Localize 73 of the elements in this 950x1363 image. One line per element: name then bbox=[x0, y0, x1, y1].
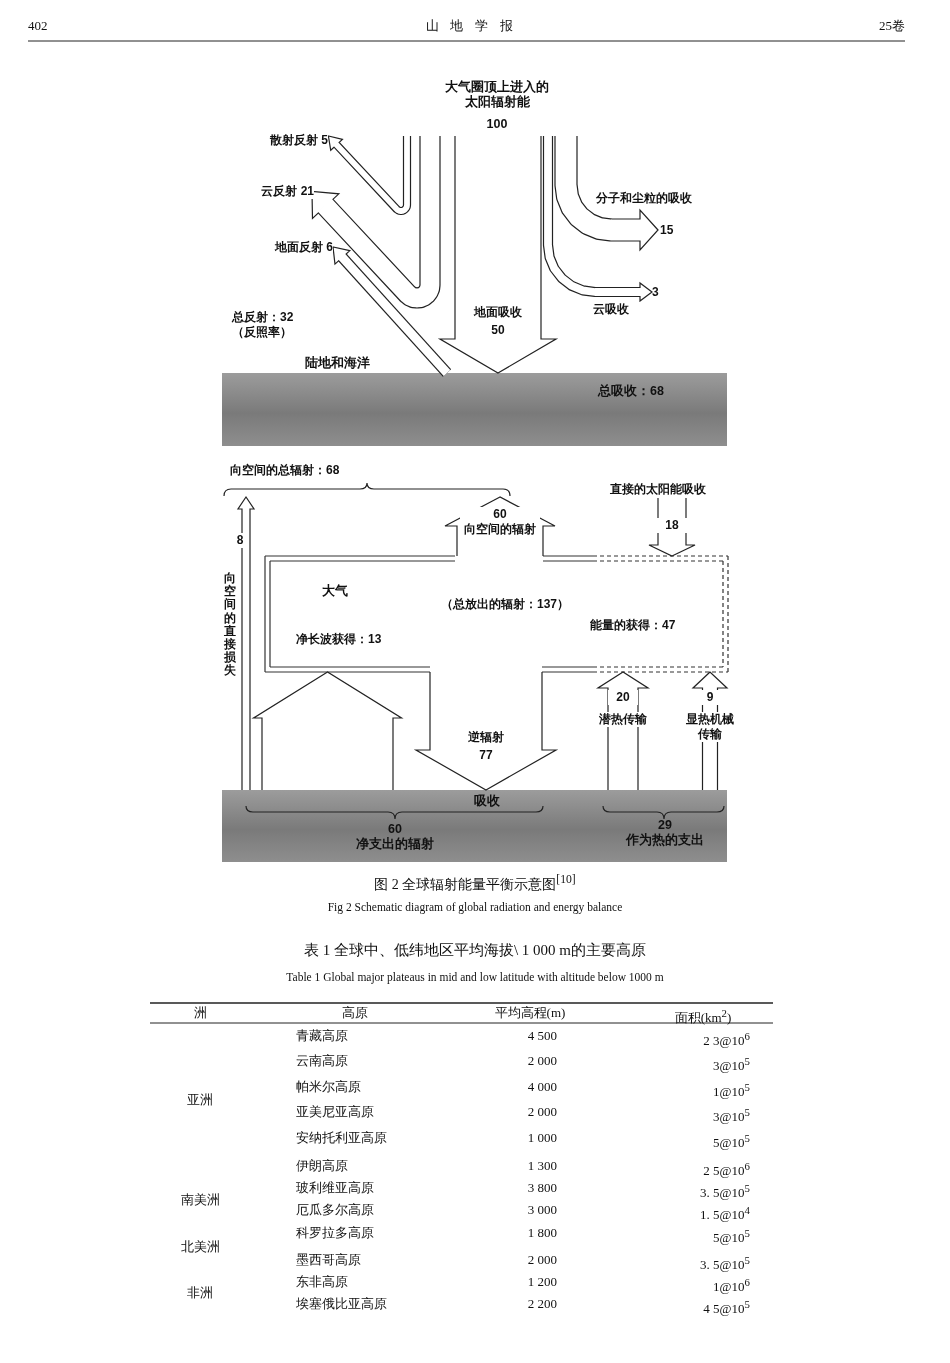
column-header: 面积(km$^{2}$) bbox=[673, 1006, 733, 1027]
figure-caption: 图 2 全球辐射能量平衡示意图$^{[10]}$ bbox=[373, 872, 577, 893]
table-title: 表 1 全球中、低纬地区平均海拔\ 1 000 m的主要高原 bbox=[302, 942, 648, 958]
edge-label: 60 向空间的辐射 bbox=[460, 507, 540, 537]
table-text: 3. 5@10$^{5}$ bbox=[699, 1181, 750, 1202]
table-text: 5@10$^{5}$ bbox=[712, 1226, 750, 1247]
edge-label: 8 bbox=[234, 533, 246, 548]
node-label: 29 作为热的支出 bbox=[624, 818, 705, 848]
node-label: 净长波获得：13 bbox=[296, 632, 383, 647]
table-text: 1 200 bbox=[526, 1274, 557, 1290]
table-title-english: Table 1 Global major plateaus in mid and low latitude with altitude below 1000 m bbox=[285, 970, 665, 985]
figure-caption-english: Fig 2 Schematic diagram of global radiation and energy balance bbox=[326, 900, 624, 915]
table-text: 厄瓜多尔高原 bbox=[296, 1202, 375, 1218]
table-text: 3 800 bbox=[526, 1180, 557, 1196]
node-label: 总吸收：68 bbox=[598, 384, 665, 399]
table-text: 东非高原 bbox=[296, 1274, 349, 1290]
node-label: 大气圈顶上进入的太阳辐射能 bbox=[444, 80, 550, 110]
table-text: 2 000 bbox=[526, 1104, 557, 1120]
edge-label: 18 bbox=[657, 518, 687, 533]
table-text: 1@10$^{5}$ bbox=[712, 1080, 750, 1101]
page-number: 402 bbox=[28, 18, 49, 34]
ground-band bbox=[222, 790, 727, 862]
table-text: 3@10$^{5}$ bbox=[712, 1105, 750, 1126]
journal-title: 山地学报 bbox=[424, 18, 526, 34]
node-label: 吸收 bbox=[473, 794, 501, 809]
edge-label: 9 bbox=[700, 690, 720, 705]
edge-label: 20 bbox=[608, 690, 638, 705]
annotation: 显热机械传输 bbox=[684, 712, 736, 742]
column-header: 高原 bbox=[341, 1005, 369, 1021]
table-text: 安纳托利亚高原 bbox=[296, 1130, 388, 1146]
node-label: 15 bbox=[660, 223, 675, 238]
table-text: 云南高原 bbox=[296, 1053, 349, 1069]
column-header: 洲 bbox=[192, 1005, 208, 1021]
node-label: 60 净支出的辐射 bbox=[355, 822, 435, 852]
table-text: 3@10$^{5}$ bbox=[712, 1054, 750, 1075]
table-text: 帕米尔高原 bbox=[296, 1079, 362, 1095]
column-header: 平均高程(m) bbox=[493, 1005, 567, 1021]
table-text: 4 000 bbox=[526, 1079, 557, 1095]
table-text: 2 000 bbox=[526, 1252, 557, 1268]
table-text: 5@10$^{5}$ bbox=[712, 1131, 750, 1152]
node-label: 陆地和海洋 bbox=[305, 356, 371, 371]
table-text: 玻利维亚高原 bbox=[296, 1180, 375, 1196]
node-label: 能量的获得：47 bbox=[590, 618, 677, 633]
row-header: 亚洲 bbox=[186, 1092, 214, 1108]
table-text: 1 800 bbox=[526, 1225, 557, 1241]
table-text: 1. 5@10$^{4}$ bbox=[699, 1203, 750, 1224]
node-label: 100 bbox=[485, 117, 509, 132]
table-text: 2 5@10$^{6}$ bbox=[702, 1159, 750, 1180]
table-text: 3 000 bbox=[526, 1202, 557, 1218]
table-text: 1 300 bbox=[526, 1158, 557, 1174]
node-label: 大气 bbox=[322, 583, 349, 598]
table-text: 青藏高原 bbox=[296, 1028, 349, 1044]
table-text: 亚美尼亚高原 bbox=[296, 1104, 375, 1120]
node-label: 3 bbox=[652, 285, 660, 300]
table-text: 1 000 bbox=[526, 1130, 557, 1146]
row-header: 南美洲 bbox=[179, 1192, 221, 1208]
row-header: 非洲 bbox=[186, 1285, 214, 1301]
table-text: 埃塞俄比亚高原 bbox=[296, 1296, 388, 1312]
node-label: （总放出的辐射：137） bbox=[440, 597, 570, 612]
table-text: 3. 5@10$^{5}$ bbox=[699, 1253, 750, 1274]
annotation: 向空间的直接损失 bbox=[224, 572, 236, 678]
volume-number: 25卷 bbox=[878, 18, 905, 34]
atmosphere-box bbox=[265, 556, 728, 672]
table-text: 墨西哥高原 bbox=[296, 1252, 362, 1268]
table-text: 1@10$^{6}$ bbox=[712, 1275, 750, 1296]
table-text: 2 200 bbox=[526, 1296, 557, 1312]
table-text: 2 3@10$^{6}$ bbox=[702, 1029, 750, 1050]
table-text: 科罗拉多高原 bbox=[296, 1225, 375, 1241]
table-text: 2 000 bbox=[526, 1053, 557, 1069]
table-text: 4 5@10$^{5}$ bbox=[702, 1297, 750, 1318]
table-text: 伊朗高原 bbox=[296, 1158, 349, 1174]
table-text: 4 500 bbox=[526, 1028, 557, 1044]
row-header: 北美洲 bbox=[179, 1239, 221, 1255]
